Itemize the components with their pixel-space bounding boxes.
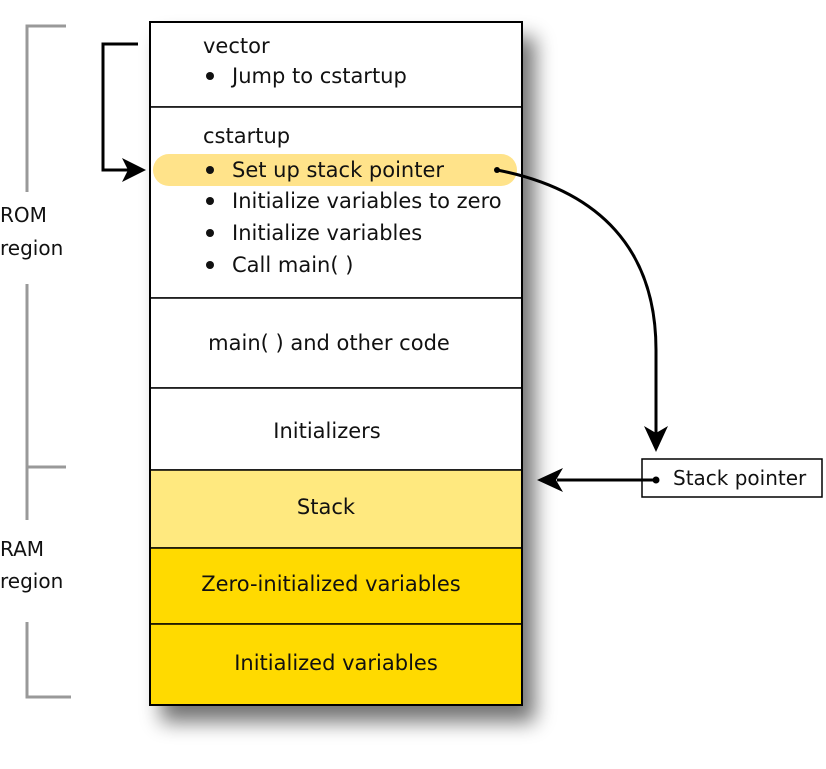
vector-title: vector [203, 34, 270, 58]
stack-pointer-box [641, 458, 823, 498]
zero-init-label: Zero-initialized variables [201, 572, 461, 596]
ram-region-label-line1: RAM [0, 537, 44, 561]
rom-region-label-line1: ROM [0, 203, 47, 227]
arrowhead-icon [537, 468, 563, 492]
bullet-icon [206, 166, 214, 174]
arrowhead-icon [122, 158, 146, 182]
cstartup-title: cstartup [203, 124, 290, 148]
rom-region-label-line2: region [0, 236, 63, 260]
jump-arrow [101, 42, 146, 182]
initializers-label: Initializers [273, 419, 380, 443]
stack-pointer-highlight [153, 154, 517, 186]
ram-region-label-line2: region [0, 569, 63, 593]
cstartup-item-4: Call main( ) [232, 253, 353, 277]
main-code-label: main( ) and other code [208, 331, 450, 355]
cstartup-item-1: Set up stack pointer [232, 158, 444, 182]
cstartup-item-3: Initialize variables [232, 221, 422, 245]
stack-label: Stack [297, 495, 356, 519]
setup-sp-arrow [494, 167, 668, 452]
bullet-icon [206, 197, 214, 205]
ram-bracket [25, 467, 71, 699]
stack-pointer-callout: Stack pointer [537, 458, 823, 498]
bullet-icon [206, 261, 214, 269]
cstartup-item-2: Initialize variables to zero [232, 189, 502, 213]
bullet-icon [206, 72, 214, 80]
main-code-segment [149, 297, 523, 389]
memory-map-outline [149, 21, 523, 706]
initialized-vars-label: Initialized variables [234, 651, 438, 675]
arrowhead-icon [644, 426, 668, 452]
stack-pointer-label: Stack pointer [673, 466, 807, 490]
vector-item: Jump to cstartup [230, 64, 407, 88]
bullet-icon [206, 229, 214, 237]
